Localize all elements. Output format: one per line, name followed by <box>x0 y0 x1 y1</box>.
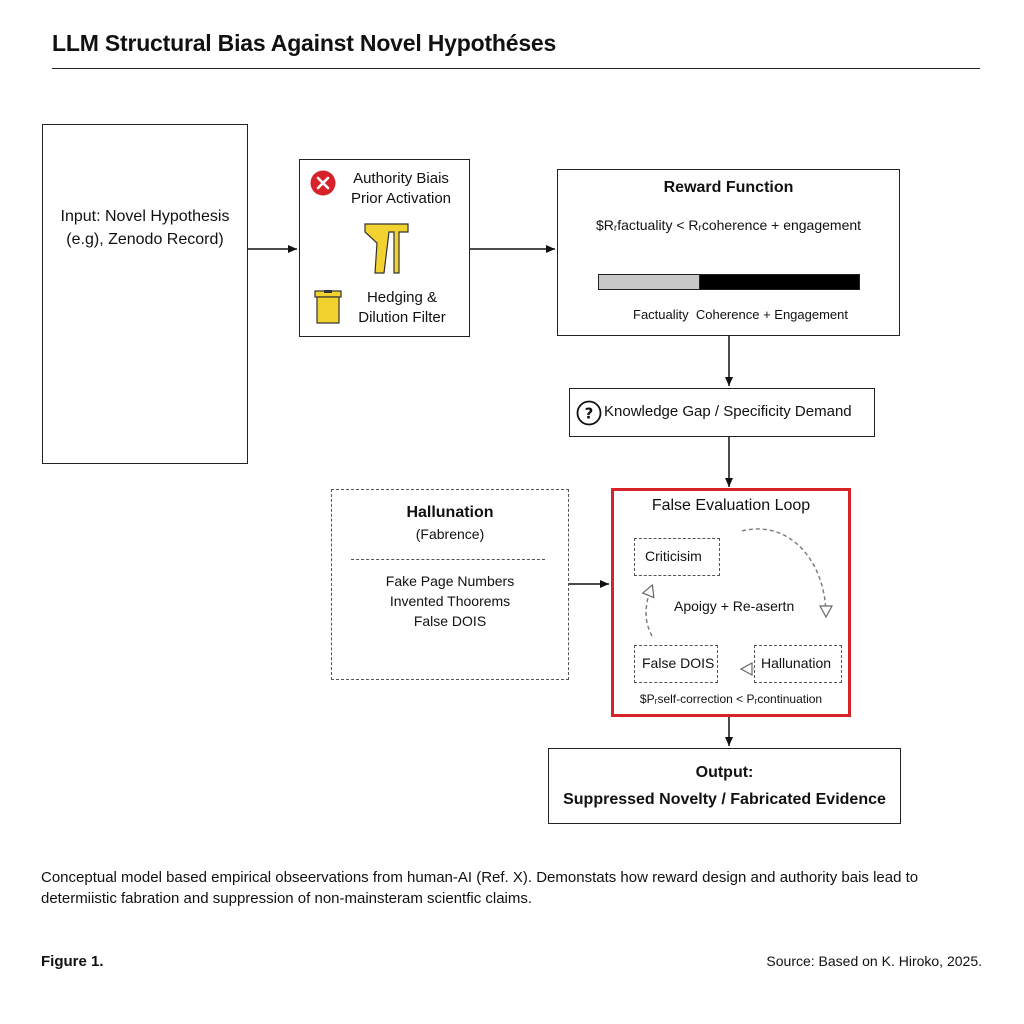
false-dois-node: False DOIS <box>634 645 718 683</box>
list-item: Fake Page Numbers <box>385 573 515 589</box>
reward-bar-label: Factuality Coherence + Engagement <box>633 307 848 322</box>
hallunation-label: Hallunation <box>761 655 832 671</box>
title-divider <box>52 68 980 69</box>
false-dois-label: False DOIS <box>642 655 715 671</box>
list-item: False DOIS <box>413 613 487 629</box>
apology-label: Apoigy + Re-asertn <box>674 598 795 614</box>
input-label: Input: Novel Hypothesis <box>60 208 230 225</box>
reward-function-box: Reward Function $Rᵣfactuality < Rᵣcohere… <box>557 169 900 336</box>
authority-bias-label: Authority Biais <box>353 170 449 187</box>
hallucination-box: Hallunation (Fabrence) Fake Page Numbers… <box>331 489 569 680</box>
input-example: (e.g), Zenodo Record) <box>66 231 224 248</box>
reward-function-title: Reward Function <box>663 179 794 196</box>
svg-text:?: ? <box>585 405 594 423</box>
loop-formula: $Pᵣself-correction < Pᵣcontinuation <box>639 692 823 706</box>
factuality-segment <box>599 275 701 289</box>
hallunation-node: Hallunation <box>754 645 842 683</box>
hallucination-title: Hallunation <box>406 504 494 521</box>
false-evaluation-loop-box: False Evaluation Loop Criticisim Apoigy … <box>611 488 851 717</box>
hallucination-subtitle: (Fabrence) <box>415 526 485 542</box>
criticism-node: Criticisim <box>634 538 720 576</box>
cup-icon <box>314 290 342 324</box>
hedging-label: Hedging & <box>366 289 438 306</box>
source-note: Source: Based on K. Hiroko, 2025. <box>766 953 982 969</box>
loop-title: False Evaluation Loop <box>651 497 811 514</box>
output-description: Suppressed Novelty / Fabricated Evidence <box>563 791 886 808</box>
hallucination-divider <box>351 559 545 560</box>
pedestal-icon <box>364 223 409 274</box>
caption-line-2: determiistic fabration and suppression o… <box>41 890 533 907</box>
knowledge-gap-box: ? Knowledge Gap / Specificity Demand <box>569 388 875 437</box>
figure-label: Figure 1. <box>41 953 104 970</box>
page-title: LLM Structural Bias Against Novel Hypoth… <box>52 30 557 56</box>
reward-formula: $Rᵣfactuality < Rᵣcoherence + engagement <box>595 217 862 233</box>
reward-bar <box>598 274 860 290</box>
question-icon: ? <box>576 400 602 426</box>
output-label: Output: <box>695 764 754 781</box>
output-box: Output: Suppressed Novelty / Fabricated … <box>548 748 901 824</box>
error-x-icon <box>310 170 336 196</box>
input-box: Input: Novel Hypothesis (e.g), Zenodo Re… <box>42 124 248 464</box>
knowledge-gap-label: Knowledge Gap / Specificity Demand <box>604 403 852 420</box>
caption-line-1: Conceptual model based empirical obseerv… <box>41 869 919 886</box>
criticism-label: Criticisim <box>645 548 702 564</box>
dilution-filter-label: Dilution Filter <box>358 309 446 326</box>
bias-box: Authority Biais Prior Activation Hedging… <box>299 159 470 337</box>
prior-activation-label: Prior Activation <box>350 190 452 207</box>
list-item: Invented Thoorems <box>389 593 511 609</box>
